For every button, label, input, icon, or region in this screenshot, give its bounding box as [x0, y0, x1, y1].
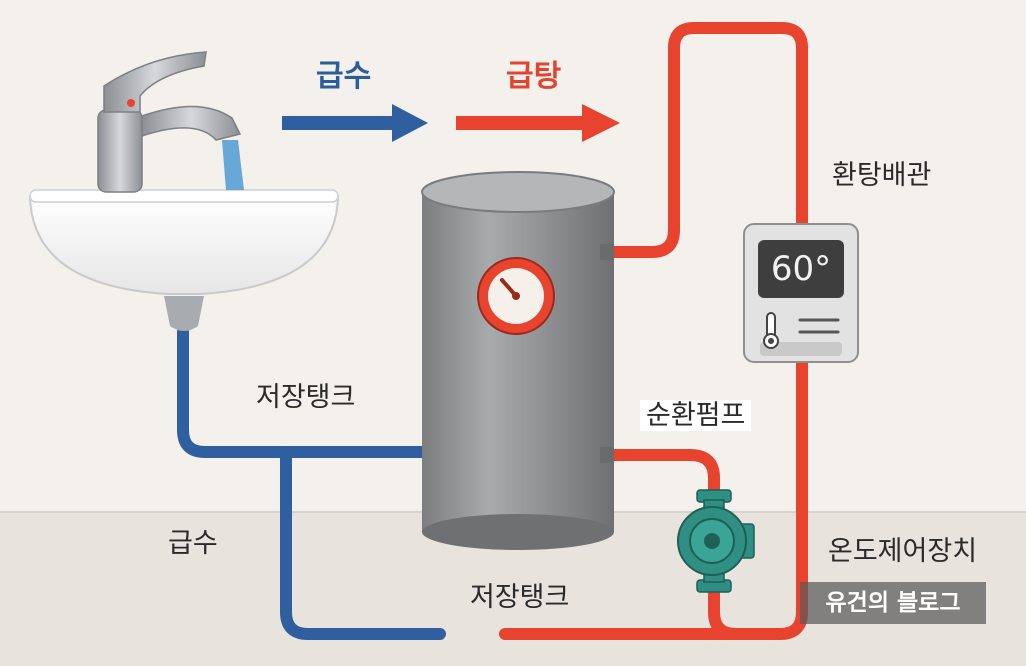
controller-label: 온도제어장치 [828, 536, 978, 567]
controller-display: 60° [758, 240, 844, 298]
pump-label: 순환펌프 [640, 400, 752, 431]
storage-tank [421, 171, 615, 550]
supply-arrow-label: 급수 [316, 59, 372, 94]
water-stream [222, 140, 244, 190]
hot-water-pipe [499, 22, 808, 640]
supply-left-label: 급수 [168, 528, 218, 559]
faucet [97, 51, 242, 193]
tank-bottom-label: 저장탱크 [470, 582, 570, 613]
menu-lines-icon [798, 318, 840, 334]
tank-side-label: 저장탱크 [256, 382, 356, 413]
watermark: 유건의 블로그 [800, 582, 986, 624]
cold-water-pipe [177, 326, 446, 640]
supply-arrow-icon [282, 104, 428, 142]
hot-water-arrow-icon [456, 104, 620, 142]
thermometer-icon [763, 312, 779, 349]
circulation-pump [677, 489, 755, 593]
sink [28, 189, 340, 331]
pressure-gauge-icon [477, 257, 555, 335]
hot-water-arrow-label: 급탕 [506, 59, 562, 94]
return-pipe-label: 환탕배관 [832, 160, 932, 191]
